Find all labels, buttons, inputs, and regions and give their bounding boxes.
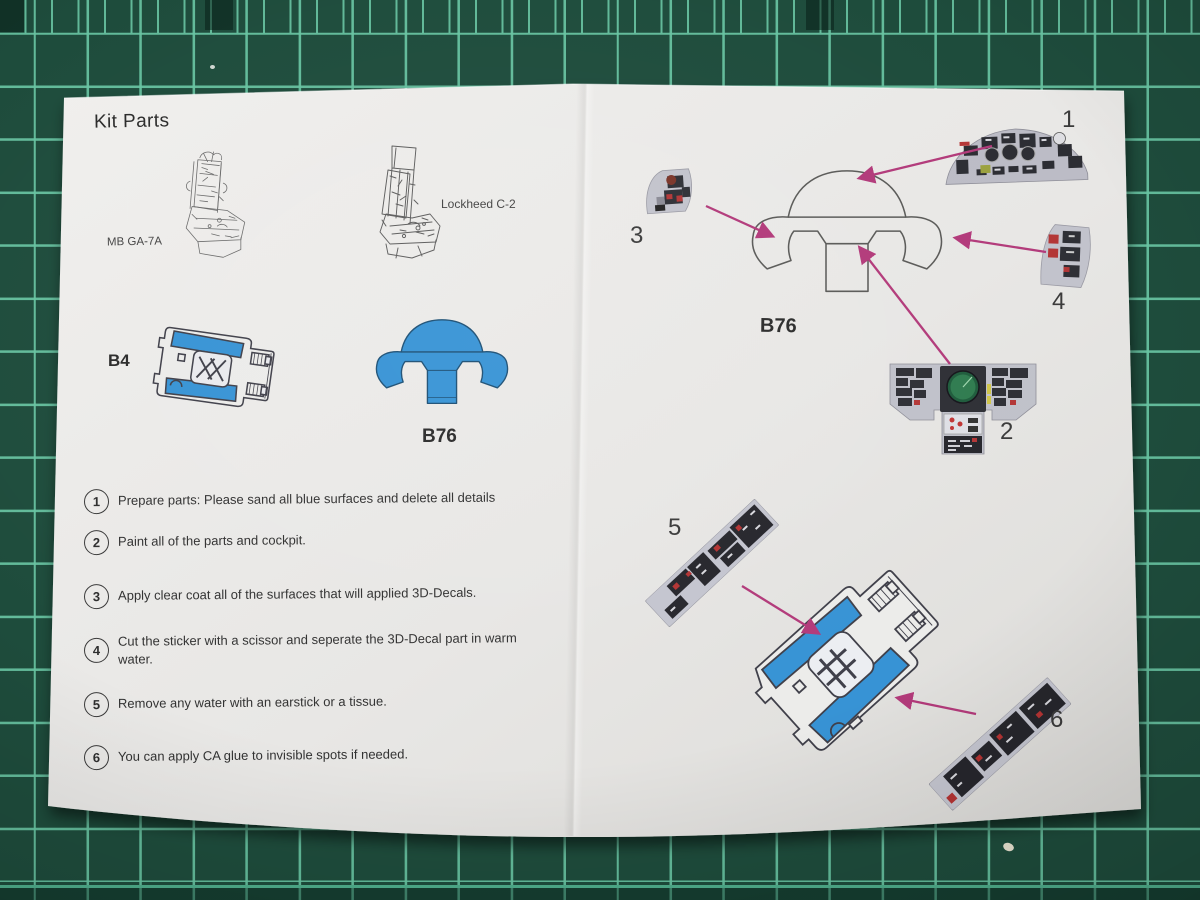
b76-right-label: B76 <box>759 314 797 338</box>
step-text: Cut the sticker with a scissor and seper… <box>117 630 517 667</box>
callout-number-5: 5 <box>668 514 682 541</box>
b76-outline-drawing <box>751 170 943 293</box>
b76-left-label: B76 <box>422 426 457 447</box>
b4-part-label: B4 <box>108 351 130 370</box>
step-row-4: 4 Cut the sticker with a scissor and sep… <box>83 629 546 668</box>
mat-dark-patch <box>806 0 834 30</box>
step-number-badge: 5 <box>83 692 110 718</box>
decal-6-console-strip-image <box>928 677 1072 811</box>
callout-number-3: 3 <box>630 222 644 249</box>
decal-3-side-panel-image <box>646 168 692 215</box>
b4-cockpit-tub-drawing <box>152 326 275 408</box>
step-text: Prepare parts: Please sand all blue surf… <box>117 489 496 508</box>
page-title: Kit Parts <box>93 110 170 133</box>
callout-number-1: 1 <box>1062 106 1076 133</box>
step-row-5: 5 Remove any water with an earstick or a… <box>83 688 596 718</box>
step-text: Remove any water with an earstick or a t… <box>117 693 387 711</box>
step-text: You can apply CA glue to invisible spots… <box>117 746 409 764</box>
step-number-badge: 3 <box>83 584 110 610</box>
step-number-badge: 4 <box>83 637 110 664</box>
step-row-3: 3 Apply clear coat all of the surfaces t… <box>83 580 596 610</box>
cutting-mat-bottom-edge <box>0 885 1200 900</box>
decal-4-side-panel-image <box>1040 224 1091 288</box>
step-text: Paint all of the parts and cockpit. <box>117 532 306 549</box>
mb-ga7a-label: MB GA-7A <box>106 235 163 249</box>
mb-ga7a-seat-drawing <box>185 151 246 258</box>
cockpit-tub-assembly-drawing <box>754 569 939 751</box>
step-row-6: 6 You can apply CA glue to invisible spo… <box>83 741 596 771</box>
lockheed-c2-label: Lockheed C-2 <box>441 197 516 211</box>
b76-blue-part-drawing <box>375 319 509 405</box>
step-number-badge: 2 <box>83 530 110 556</box>
lockheed-c2-seat-drawing <box>379 145 441 259</box>
cutting-mat-top-scale <box>0 0 1200 33</box>
step-number-badge: 6 <box>83 745 110 771</box>
callout-number-6: 6 <box>1050 706 1064 733</box>
step-number-badge: 1 <box>83 489 110 515</box>
debris-speck <box>210 65 215 69</box>
step-row-2: 2 Paint all of the parts and cockpit. <box>83 526 596 556</box>
step-row-1: 1 Prepare parts: Please sand all blue su… <box>83 485 596 515</box>
mat-dark-patch <box>205 0 233 30</box>
decal-2-pedestal-image <box>889 363 1037 455</box>
callout-number-4: 4 <box>1052 288 1066 315</box>
callout-number-2: 2 <box>1000 418 1014 445</box>
step-text: Apply clear coat all of the surfaces tha… <box>117 584 477 603</box>
mat-dark-patch <box>0 0 24 32</box>
decal-5-console-strip-image <box>645 499 779 627</box>
